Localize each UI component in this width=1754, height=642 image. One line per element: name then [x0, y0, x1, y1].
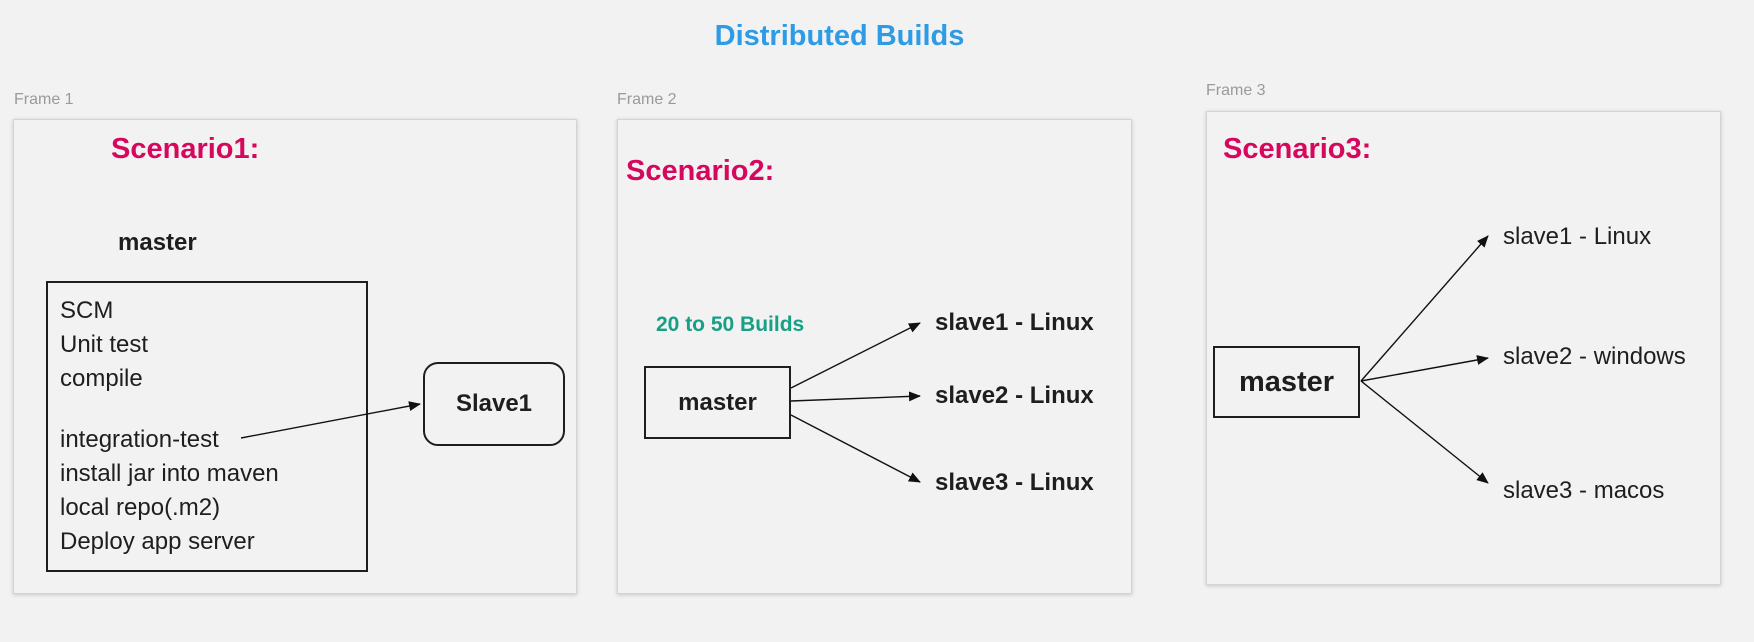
step-unit-test: Unit test	[60, 331, 149, 358]
frame-3-slave-3[interactable]: slave3 - macos	[1503, 477, 1665, 504]
slave1-node[interactable]: Slave1	[423, 362, 565, 446]
slave1-node-label: Slave1	[455, 390, 533, 417]
frame-1-master-label: master	[118, 229, 197, 256]
frame-2-master-node[interactable]: master	[644, 366, 791, 439]
frame-2-master-label: master	[678, 388, 757, 416]
scenario-2-title: Scenario2:	[626, 155, 775, 187]
page-title: Distributed Builds	[714, 20, 965, 52]
steps-group-2: integration-test install jar into maven …	[60, 423, 279, 559]
frame-2-slave-2[interactable]: slave2 - Linux	[935, 382, 1094, 409]
frame-3-master-label: master	[1238, 365, 1335, 398]
frame-3-slave-1[interactable]: slave1 - Linux	[1503, 223, 1652, 250]
frame-3-master-node[interactable]: master	[1213, 346, 1360, 418]
step-compile: compile	[60, 365, 143, 392]
frame-1-label[interactable]: Frame 1	[14, 91, 74, 108]
frame-3-label[interactable]: Frame 3	[1206, 82, 1266, 99]
step-integration-test: integration-test	[60, 426, 219, 453]
frame-2-slave-3[interactable]: slave3 - Linux	[935, 469, 1094, 496]
frame-2-label[interactable]: Frame 2	[617, 91, 677, 108]
scenario-3-title: Scenario3:	[1223, 133, 1372, 165]
frame-2[interactable]	[617, 119, 1132, 594]
step-local-repo: local repo(.m2)	[60, 494, 221, 521]
step-scm: SCM	[60, 297, 114, 324]
frame-1[interactable]	[13, 119, 577, 594]
frame-2-slave-1[interactable]: slave1 - Linux	[935, 309, 1094, 336]
builds-note: 20 to 50 Builds	[656, 313, 805, 336]
frame-3-slave-2[interactable]: slave2 - windows	[1503, 343, 1686, 370]
step-deploy-app-server: Deploy app server	[60, 528, 255, 555]
step-install-jar: install jar into maven	[60, 460, 279, 487]
scenario-1-title: Scenario1:	[111, 133, 260, 165]
steps-group-1: SCM Unit test compile	[60, 294, 148, 396]
